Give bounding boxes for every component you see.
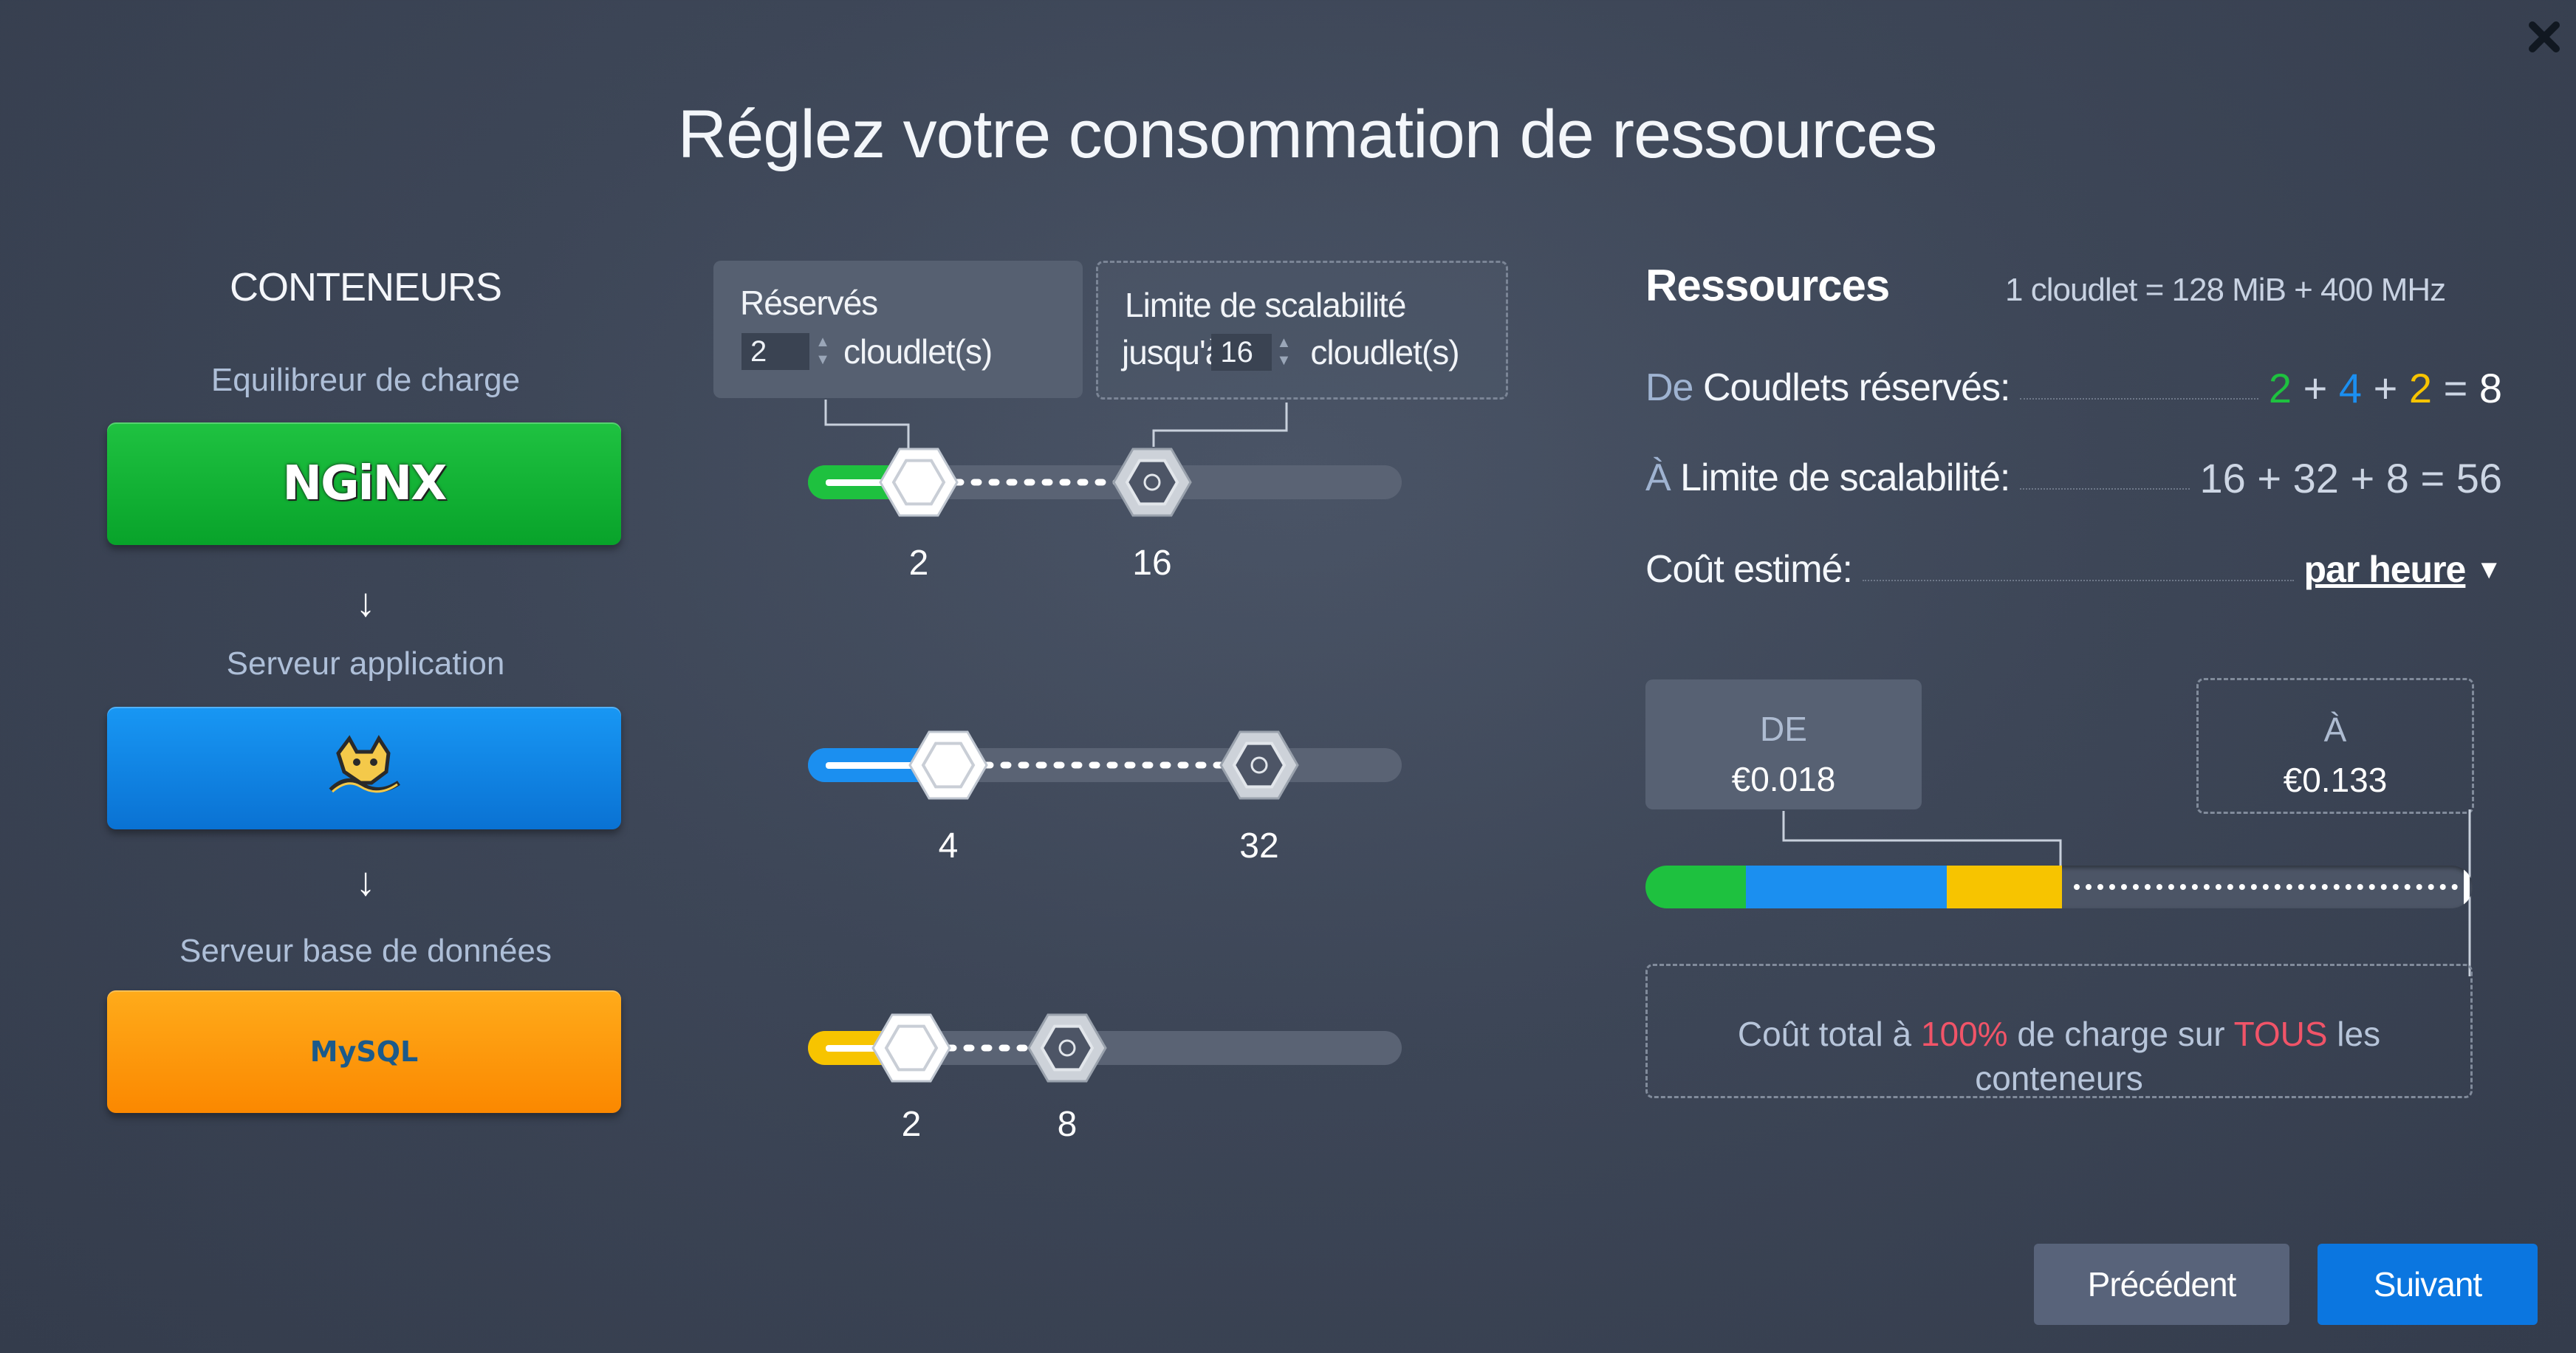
price-to-label: À — [2323, 710, 2347, 749]
app-server-label: Serveur application — [226, 645, 505, 682]
reserved-input[interactable] — [741, 333, 809, 370]
cost-bar — [1645, 866, 2473, 908]
estimated-cost-label: Coût estimé: — [1645, 548, 1853, 591]
chevron-down-icon[interactable]: ▼ — [2476, 554, 2502, 584]
arrow-down-icon: ↓ — [355, 860, 376, 904]
cost-bar-scaling-range — [2074, 884, 2458, 890]
reserved-cloudlets-row: De Coudlets réservés: 2 + 4 + 2 = 8 — [1645, 362, 2502, 414]
cost-bar-nginx-segment — [1645, 866, 1746, 908]
close-icon[interactable] — [2522, 15, 2566, 59]
estimated-cost-row: Coût estimé: par heure ▼ — [1645, 544, 2502, 595]
reserved-handle-inner-icon — [921, 741, 976, 789]
slider-graphic — [808, 1013, 1402, 1083]
connector-lines — [824, 400, 1288, 448]
reserved-value-label: 2 — [908, 544, 929, 583]
limit-cloudlets-label: Limite de scalabilité: — [1680, 456, 2010, 499]
slider-reserved-line — [826, 762, 929, 769]
db-server-label: Serveur base de données — [179, 933, 552, 969]
limit-title: Limite de scalabilité — [1125, 286, 1406, 324]
limit-input[interactable] — [1211, 334, 1272, 371]
reserved-formula: 2 + 4 + 2 = 8 — [2268, 364, 2502, 411]
cost-bar-end-marker — [2464, 869, 2470, 905]
limit-formula: 16 + 32 + 8 = 56 — [2199, 454, 2502, 501]
db-server-node[interactable]: MySQL — [107, 990, 621, 1113]
price-to-box: À €0.133 — [2196, 678, 2474, 814]
to-prefix: À — [1645, 456, 1671, 499]
limit-unit: cloudlet(s) — [1310, 333, 1459, 371]
limit-cloudlets-row: À Limite de scalabilité: 16 + 32 + 8 = 5… — [1645, 452, 2502, 504]
reserved-handle[interactable] — [871, 1013, 951, 1083]
reserved-handle[interactable] — [879, 448, 959, 517]
reserved-box: Réservés ▲▼ cloudlet(s) — [713, 261, 1083, 398]
limit-value-label: 16 — [1132, 544, 1172, 583]
limit-handle-inner-icon — [1125, 459, 1179, 506]
limit-box: Limite de scalabilité jusqu'à ▲▼ cloudle… — [1096, 261, 1508, 400]
price-from-box: DE €0.018 — [1645, 679, 1922, 809]
cost-bar-app-segment — [1746, 866, 1947, 908]
cost-bar-db-segment — [1947, 866, 2062, 908]
cloudlet-definition: 1 cloudlet = 128 MiB + 400 MHz — [2005, 272, 2446, 308]
arrow-down-icon: ↓ — [355, 580, 376, 625]
reserved-title: Réservés — [740, 284, 878, 322]
app-server-node[interactable] — [107, 707, 621, 829]
reserved-handle[interactable] — [908, 730, 988, 800]
price-from-value: €0.018 — [1731, 760, 1836, 798]
price-from-label: DE — [1760, 710, 1807, 748]
limit-handle-inner-icon — [1040, 1024, 1095, 1072]
limit-value-label: 8 — [1057, 1105, 1078, 1144]
spinner-arrows-icon[interactable]: ▲▼ — [1276, 335, 1292, 369]
spinner-arrows-icon[interactable]: ▲▼ — [815, 334, 830, 368]
cost-period-select[interactable]: par heure — [2303, 549, 2467, 590]
load-balancer-node[interactable]: NGiNX — [107, 422, 621, 545]
db-cloudlet-slider[interactable] — [805, 1013, 1405, 1083]
limit-handle-core-icon — [1143, 473, 1161, 491]
reserved-value-label: 2 — [901, 1105, 922, 1144]
price-to-value: €0.133 — [2283, 761, 2388, 799]
previous-button[interactable]: Précédent — [2034, 1244, 2289, 1325]
slider-graphic — [808, 730, 1402, 800]
limit-handle-core-icon — [1250, 756, 1268, 774]
load-balancer-label: Equilibreur de charge — [210, 362, 521, 398]
tomcat-logo-icon — [329, 735, 400, 793]
nginx-logo-icon: NGiNX — [282, 456, 448, 511]
next-button[interactable]: Suivant — [2318, 1244, 2538, 1325]
reserved-handle-inner-icon — [884, 1024, 939, 1072]
slider-graphic — [808, 448, 1402, 517]
from-prefix: De — [1645, 366, 1693, 409]
reserved-value-label: 4 — [938, 826, 959, 866]
nginx-cloudlet-slider[interactable] — [805, 448, 1405, 517]
app-cloudlet-slider[interactable] — [805, 730, 1405, 800]
containers-heading: CONTENEURS — [229, 265, 502, 309]
limit-prefix: jusqu'à — [1122, 333, 1224, 371]
mysql-logo-icon: MySQL — [309, 1035, 419, 1068]
resources-title: Ressources — [1645, 261, 1890, 310]
total-cost-note: Coût total à 100% de charge sur TOUS les… — [1645, 964, 2473, 1098]
limit-handle-core-icon — [1058, 1039, 1076, 1057]
reserved-cloudlets-label: Coudlets réservés: — [1702, 366, 2011, 409]
limit-value-label: 32 — [1239, 826, 1279, 866]
reserved-handle-inner-icon — [891, 459, 946, 506]
reserved-unit: cloudlet(s) — [843, 332, 993, 371]
page-title: Réglez votre consommation de ressources — [677, 97, 1938, 172]
limit-handle-inner-icon — [1232, 741, 1287, 789]
